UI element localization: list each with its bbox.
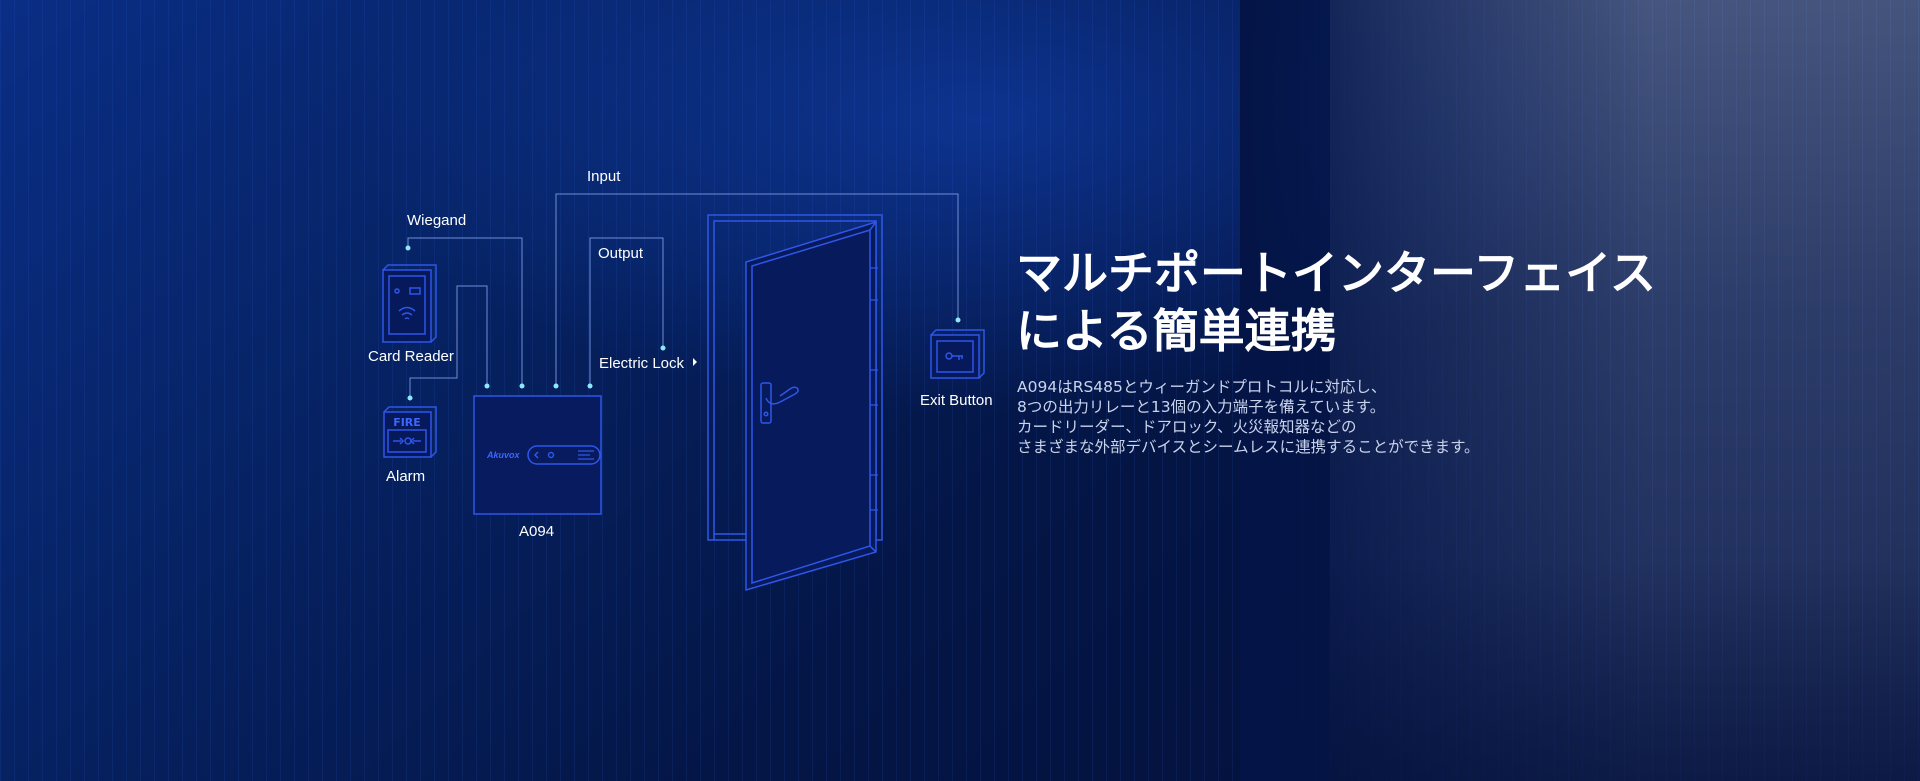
electric-lock-label: Electric Lock	[599, 355, 685, 372]
dot-alarm	[407, 395, 413, 401]
wire-alarm	[409, 285, 488, 398]
controller-icon: Akuvox	[473, 395, 602, 515]
description-line: A094はRS485とウィーガンドプロトコルに対応し、	[1017, 378, 1387, 396]
door-icon	[707, 214, 883, 592]
dot-port-4	[587, 383, 593, 389]
card-reader-label: Card Reader	[368, 348, 454, 365]
alarm-label: Alarm	[386, 468, 426, 485]
headline-line: マルチポートインターフェイス	[1016, 246, 1656, 300]
output-label: Output	[598, 245, 644, 262]
description-line: カードリーダー、ドアロック、火災報知器などの	[1017, 418, 1357, 436]
wiegand-label: Wiegand	[407, 212, 467, 229]
controller-label: A094	[519, 523, 555, 540]
dot-port-1	[484, 383, 490, 389]
exit-button-label: Exit Button	[920, 392, 993, 409]
description-line: さまざまな外部デバイスとシームレスに連携することができます。	[1017, 438, 1480, 456]
dot-card-reader	[405, 245, 411, 251]
fire-alarm-icon: FIRE	[383, 406, 437, 458]
card-reader-icon	[382, 264, 437, 343]
fire-label: FIRE	[393, 416, 421, 429]
description: A094はRS485とウィーガンドプロトコルに対応し、 8つの出力リレーと13個…	[1017, 377, 1480, 457]
background-photo-shade	[1330, 560, 1920, 781]
headline-line: による簡単連携	[1016, 304, 1337, 358]
exit-button-icon	[930, 329, 985, 379]
controller-brand: Akuvox	[486, 450, 521, 460]
wire-wiegand	[407, 237, 523, 386]
page-title: マルチポートインターフェイス による簡単連携	[1016, 244, 1656, 360]
description-line: 8つの出力リレーと13個の入力端子を備えています。	[1017, 398, 1386, 416]
wire-output	[589, 237, 664, 386]
input-label: Input	[587, 168, 621, 185]
dot-port-2	[519, 383, 525, 389]
dot-exit-button	[955, 317, 961, 323]
dot-port-3	[553, 383, 559, 389]
electric-lock-arrow-icon	[693, 358, 697, 366]
wire-input	[555, 193, 959, 386]
dot-electric-lock	[660, 345, 666, 351]
